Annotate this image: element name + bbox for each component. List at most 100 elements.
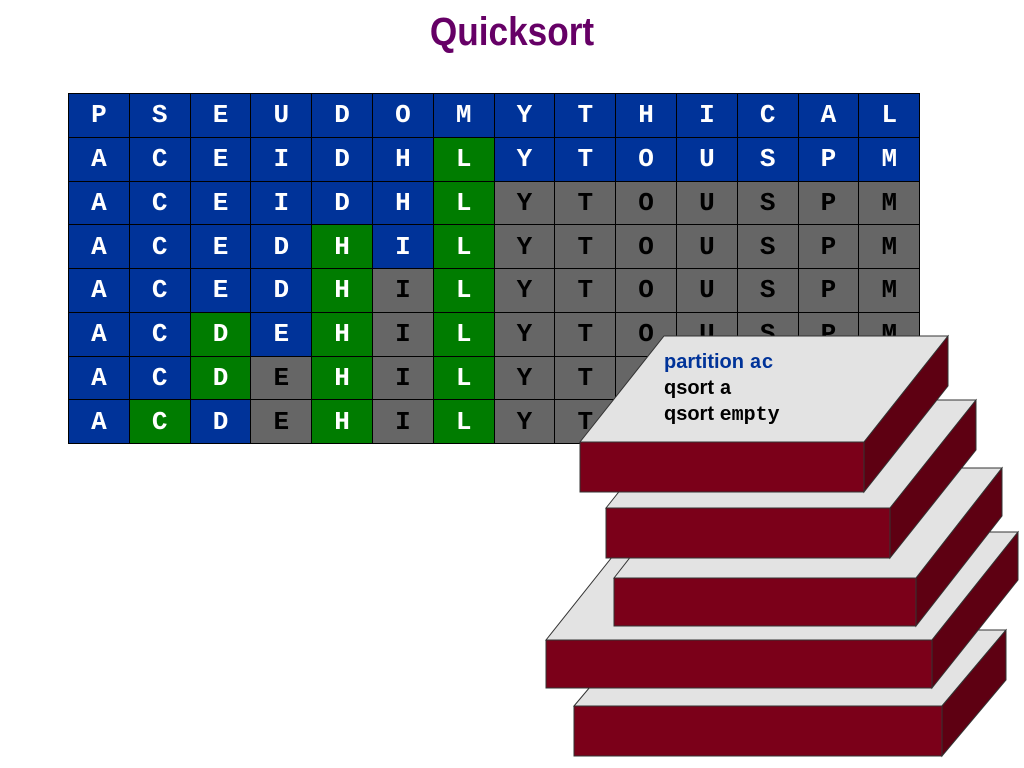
- grid-cell: T: [555, 181, 616, 225]
- grid-cell: M: [859, 225, 920, 268]
- grid-cell: P: [798, 137, 859, 181]
- grid-cell: Y: [494, 400, 555, 443]
- frame-line2-word: qsort: [664, 377, 714, 399]
- grid-cell: O: [616, 137, 676, 181]
- grid-cell: I: [372, 312, 433, 356]
- grid-cell: E: [190, 94, 251, 137]
- grid-cell: T: [555, 269, 616, 312]
- frame-line1-word: partition: [664, 351, 744, 373]
- frame-line3-arg: empty: [719, 404, 780, 427]
- grid-cell: D: [312, 137, 372, 181]
- grid-cell: A: [69, 225, 129, 268]
- grid-cell: E: [190, 269, 251, 312]
- grid-cell: P: [798, 225, 859, 268]
- grid-cell: O: [616, 225, 676, 268]
- frame-line-partition: partition ac: [664, 350, 780, 376]
- grid-cell: Y: [494, 312, 555, 356]
- grid-cell: A: [69, 356, 129, 400]
- grid-cell: E: [190, 137, 251, 181]
- grid-cell: I: [372, 225, 433, 268]
- grid-cell: Y: [494, 137, 555, 181]
- frame-line2-arg: a: [719, 378, 732, 401]
- grid-cell: Y: [494, 94, 555, 137]
- grid-cell: I: [251, 137, 312, 181]
- grid-cell: D: [312, 94, 372, 137]
- grid-cell: A: [69, 312, 129, 356]
- stack-frame: [578, 334, 950, 494]
- grid-cell: S: [737, 181, 798, 225]
- frame-line-qsort-a: qsort a: [664, 376, 780, 402]
- grid-cell: U: [676, 137, 737, 181]
- grid-cell: H: [312, 269, 372, 312]
- frame-line-qsort-empty: qsort empty: [664, 402, 780, 428]
- grid-cell: C: [129, 400, 190, 443]
- grid-cell: T: [555, 137, 616, 181]
- grid-cell: L: [433, 269, 494, 312]
- grid-cell: M: [859, 181, 920, 225]
- page-title: Quicksort: [429, 10, 595, 54]
- grid-cell: D: [312, 181, 372, 225]
- grid-cell: E: [251, 312, 312, 356]
- grid-cell: I: [676, 94, 737, 137]
- grid-cell: A: [69, 400, 129, 443]
- grid-cell: D: [251, 225, 312, 268]
- grid-cell: T: [555, 94, 616, 137]
- grid-cell: C: [129, 225, 190, 268]
- grid-cell: T: [555, 356, 616, 400]
- grid-cell: T: [555, 225, 616, 268]
- grid-cell: T: [555, 312, 616, 356]
- grid-cell: S: [737, 269, 798, 312]
- grid-cell: I: [251, 181, 312, 225]
- grid-cell: A: [69, 137, 129, 181]
- grid-cell: M: [859, 137, 920, 181]
- grid-cell: C: [129, 312, 190, 356]
- grid-cell: H: [312, 312, 372, 356]
- grid-cell: H: [372, 137, 433, 181]
- grid-cell: A: [69, 181, 129, 225]
- grid-cell: O: [616, 269, 676, 312]
- grid-cell: Y: [494, 181, 555, 225]
- grid-cell: H: [312, 356, 372, 400]
- frame-line3-word: qsort: [664, 403, 714, 425]
- grid-cell: L: [433, 225, 494, 268]
- grid-cell: H: [616, 94, 676, 137]
- grid-cell: C: [129, 181, 190, 225]
- grid-cell: U: [676, 269, 737, 312]
- grid-cell: A: [798, 94, 859, 137]
- grid-cell: H: [372, 181, 433, 225]
- grid-cell: D: [190, 312, 251, 356]
- grid-cell: S: [737, 137, 798, 181]
- grid-cell: E: [190, 181, 251, 225]
- grid-cell: P: [798, 181, 859, 225]
- grid-cell: O: [616, 181, 676, 225]
- grid-cell: D: [190, 400, 251, 443]
- grid-cell: S: [129, 94, 190, 137]
- grid-cell: H: [312, 400, 372, 443]
- grid-cell: S: [737, 225, 798, 268]
- grid-cell: L: [859, 94, 920, 137]
- grid-cell: H: [312, 225, 372, 268]
- grid-cell: I: [372, 269, 433, 312]
- grid-cell: C: [737, 94, 798, 137]
- grid-cell: L: [433, 181, 494, 225]
- top-stack-frame-text: partition ac qsort a qsort empty: [664, 350, 780, 428]
- grid-cell: Y: [494, 269, 555, 312]
- grid-cell: U: [676, 225, 737, 268]
- grid-cell: D: [190, 356, 251, 400]
- grid-cell: L: [433, 356, 494, 400]
- grid-cell: C: [129, 356, 190, 400]
- grid-cell: L: [433, 137, 494, 181]
- grid-cell: C: [129, 269, 190, 312]
- grid-cell: Y: [494, 225, 555, 268]
- grid-cell: P: [798, 269, 859, 312]
- grid-cell: A: [69, 269, 129, 312]
- grid-cell: C: [129, 137, 190, 181]
- grid-cell: E: [190, 225, 251, 268]
- grid-cell: E: [251, 400, 312, 443]
- grid-cell: E: [251, 356, 312, 400]
- grid-cell: L: [433, 400, 494, 443]
- grid-cell: I: [372, 356, 433, 400]
- grid-cell: I: [372, 400, 433, 443]
- grid-cell: M: [433, 94, 494, 137]
